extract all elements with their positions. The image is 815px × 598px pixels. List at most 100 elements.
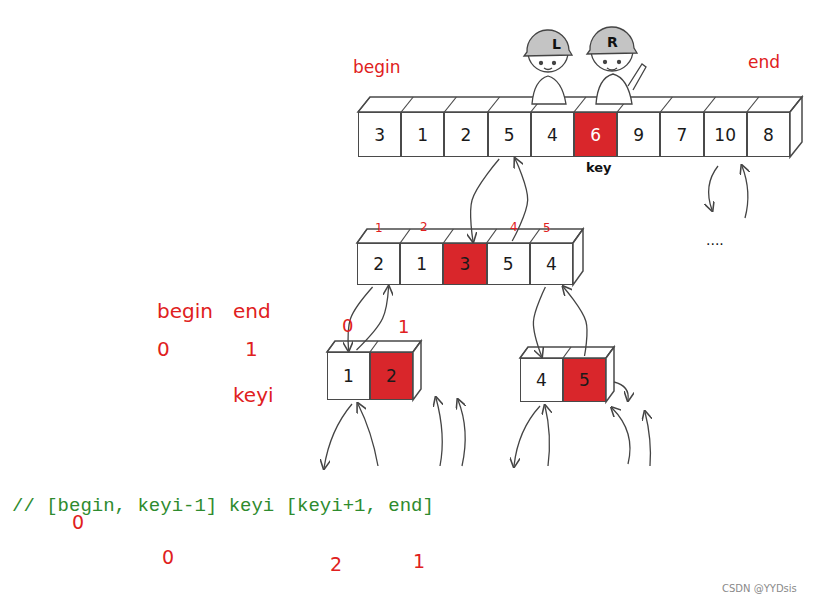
pointer-label: end: [233, 299, 271, 323]
watermark: CSDN @YYDsis: [722, 583, 797, 594]
label-box: R: [607, 34, 618, 50]
index-number: 2: [330, 553, 342, 575]
index-number: 1: [413, 550, 425, 572]
label-box: 2: [420, 221, 428, 235]
array-cell: 1: [400, 243, 443, 285]
separator: [530, 229, 540, 243]
array-cell: 4: [531, 112, 574, 157]
separator: [520, 347, 528, 358]
index-number: 1: [398, 316, 409, 337]
cartoon-r: [587, 27, 646, 104]
cell-value: 2: [461, 125, 472, 145]
cell-value: 9: [633, 125, 644, 145]
label-box: 0: [342, 316, 353, 337]
cell-separators: [327, 97, 802, 358]
label-box: CSDN @YYDsis: [722, 583, 797, 595]
cell-value: 4: [547, 125, 558, 145]
label-box: 1: [413, 551, 425, 573]
separator: [747, 97, 759, 112]
index-number: 1: [245, 337, 258, 361]
array-cell: 1: [327, 352, 370, 400]
label-box: 4: [510, 221, 518, 235]
cell-value: 5: [504, 125, 515, 145]
separator: [444, 97, 456, 112]
separator: [573, 229, 583, 243]
cartoon-l: [524, 30, 572, 104]
position-number: 4: [510, 220, 518, 234]
free-arrows: [324, 166, 748, 468]
cell-value: 6: [590, 125, 601, 145]
index-number: 0: [72, 511, 84, 533]
index-number: 0: [342, 315, 353, 336]
cell-value: 5: [579, 370, 590, 390]
separator: [370, 341, 378, 352]
separator: [488, 97, 500, 112]
label-box: 0: [72, 512, 84, 534]
cell-value: 4: [546, 254, 557, 274]
array-cell: 2: [444, 112, 487, 157]
separator: [357, 229, 367, 243]
label-box: 1: [245, 338, 258, 361]
label-box: 5: [543, 222, 551, 236]
label-box: 0: [157, 338, 170, 361]
separator: [704, 97, 716, 112]
helmet-letter: R: [607, 34, 618, 50]
cell-value: 4: [536, 370, 547, 390]
cell-value: 1: [417, 125, 428, 145]
cell-value: 1: [416, 254, 427, 274]
position-number: 1: [375, 221, 383, 235]
separator: [401, 97, 413, 112]
separator: [790, 97, 802, 112]
label-box: 1: [398, 317, 409, 338]
label-box: begin: [353, 58, 401, 78]
array-cell: 5: [488, 112, 531, 157]
array-cell: 4: [530, 243, 573, 285]
cell-value: 7: [677, 125, 688, 145]
index-number: 0: [162, 546, 174, 568]
array-cell: 9: [617, 112, 660, 157]
separator: [327, 341, 335, 352]
cell-value: 2: [373, 254, 384, 274]
separator: [660, 97, 672, 112]
pointer-label: begin: [353, 57, 401, 77]
recursion-arrow: [563, 287, 587, 356]
ellipsis: ....: [706, 232, 724, 248]
cell-value: 3: [374, 125, 385, 145]
array-cell: 7: [660, 112, 703, 157]
cell-value: 1: [343, 366, 354, 386]
array-3d-faces: [327, 97, 802, 402]
label-box: 1: [375, 222, 383, 236]
array-cell: 5: [487, 243, 530, 285]
array-cell: 1: [401, 112, 444, 157]
helmet-letter: L: [552, 36, 561, 52]
cell-value: 8: [763, 125, 774, 145]
array-cell: 4: [520, 358, 563, 402]
array-cell: 3: [443, 243, 486, 285]
separator: [413, 341, 421, 352]
recursion-arrow: [471, 159, 500, 241]
separator: [400, 229, 410, 243]
label-box: key: [586, 161, 612, 176]
array-cell: 5: [563, 358, 606, 402]
cell-value: 2: [386, 366, 397, 386]
array-cell: 6: [574, 112, 617, 157]
label-box: 2: [330, 554, 342, 576]
array-cell: 3: [358, 112, 401, 157]
pointer-label: begin: [157, 299, 213, 323]
separator: [606, 347, 614, 358]
cell-value: 3: [460, 254, 471, 274]
label-box: 0: [162, 547, 174, 569]
label-box: end: [233, 300, 271, 323]
array-cell: 10: [704, 112, 747, 157]
separator: [563, 347, 571, 358]
label-box: L: [552, 36, 561, 52]
label-box: ....: [706, 232, 724, 248]
separator: [443, 229, 453, 243]
separator: [487, 229, 497, 243]
position-number: 5: [543, 221, 551, 235]
label-box: begin: [157, 300, 213, 323]
array-cell: 8: [747, 112, 790, 157]
array-cell: 2: [370, 352, 413, 400]
pointer-label: keyi: [233, 383, 274, 407]
key-label: key: [586, 160, 612, 175]
